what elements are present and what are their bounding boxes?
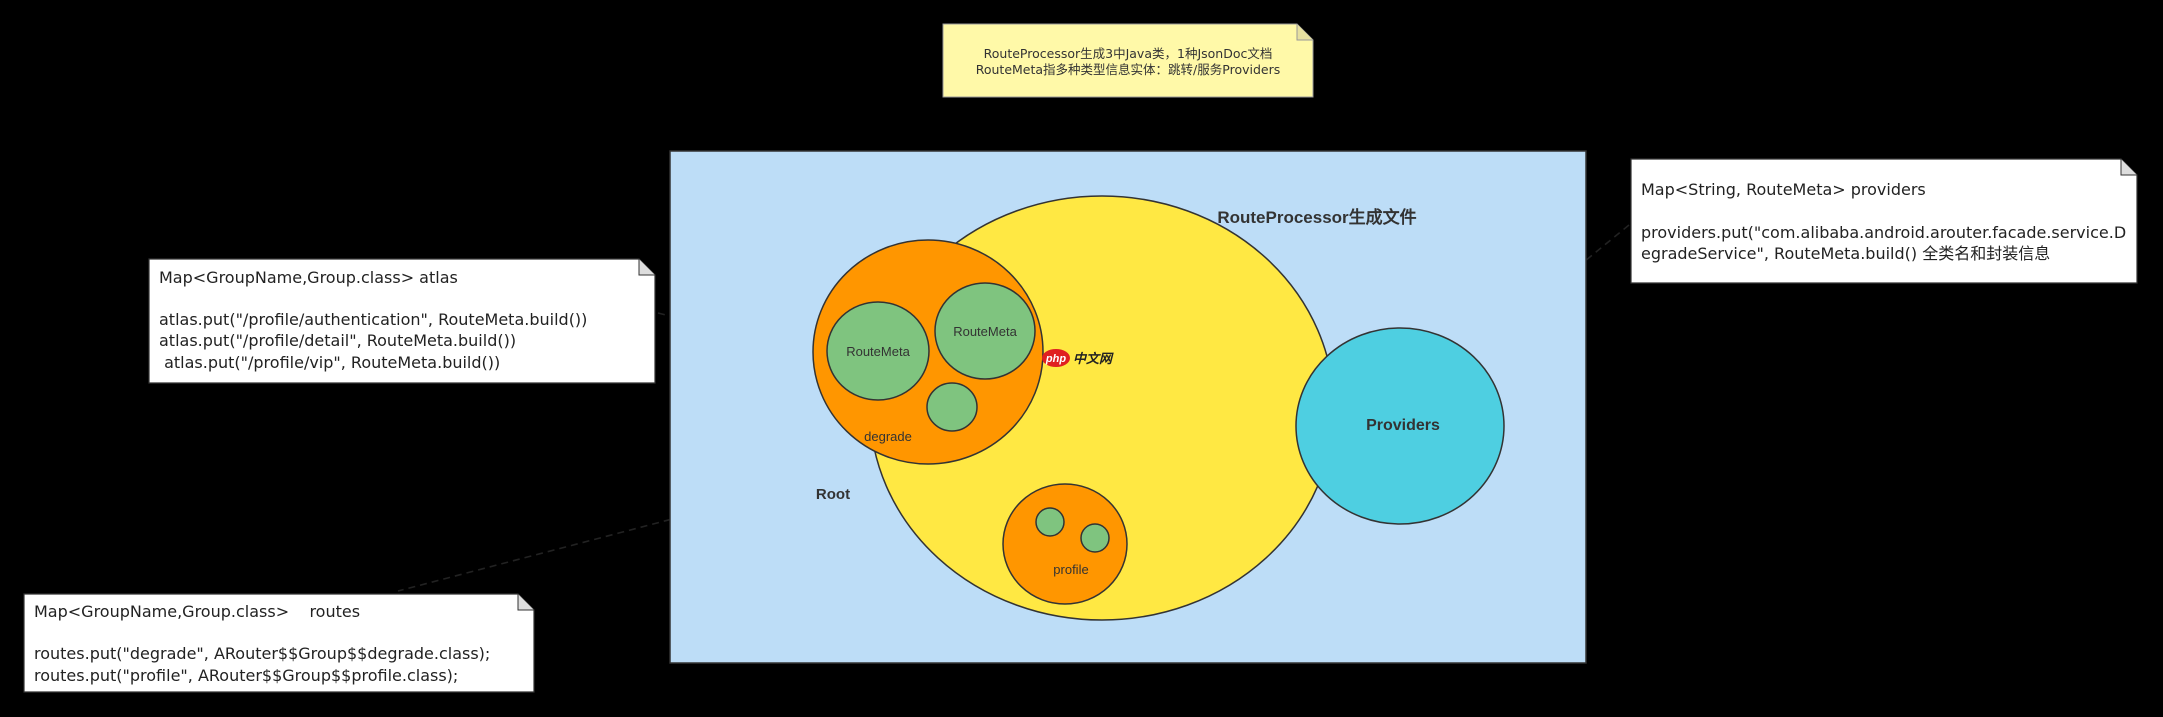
php-watermark-logo: php 中文网 [1042, 349, 1114, 367]
routes-note-line-1: Map<GroupName,Group.class> routes [34, 602, 360, 621]
profile-routemeta-circle-2 [1080, 523, 1110, 553]
atlas-note-box [148, 258, 656, 384]
routemeta-circle-1 [826, 301, 930, 401]
providers-label: Providers [1366, 417, 1440, 434]
providers-circle [1295, 327, 1505, 525]
routes-note: Map<GroupName,Group.class> routes routes… [23, 593, 535, 693]
routemeta-circle-2 [934, 282, 1036, 380]
atlas-note-line-1: Map<GroupName,Group.class> atlas [159, 268, 458, 287]
degrade-label: degrade [864, 429, 912, 444]
routes-note-box [23, 593, 535, 693]
watermark-badge-text: php [1045, 353, 1066, 365]
providers-note-fold [2120, 159, 2137, 176]
routemeta-label-2: RouteMeta [953, 324, 1017, 339]
atlas-note-line-3: atlas.put("/profile/authentication", Rou… [159, 310, 587, 329]
main-panel-title: RouteProcessor生成文件 [1217, 207, 1416, 227]
providers-note: Map<String, RouteMeta> providers provide… [1630, 158, 2138, 284]
routemeta-label-1: RouteMeta [846, 344, 910, 359]
header-note-line-2: RouteMeta指多种类型信息实体：跳转/服务Providers [976, 62, 1281, 77]
routemeta-circle-small [926, 382, 978, 432]
profile-circle [1002, 483, 1128, 605]
atlas-note-fold [638, 259, 655, 276]
atlas-note-line-4: atlas.put("/profile/detail", RouteMeta.b… [159, 331, 516, 350]
profile-routemeta-circle-1 [1035, 507, 1065, 537]
providers-note-box [1630, 158, 2138, 284]
routes-note-line-3: routes.put("degrade", ARouter$$Group$$de… [34, 644, 490, 663]
watermark-text: 中文网 [1073, 351, 1114, 366]
providers-note-line-1: Map<String, RouteMeta> providers [1641, 180, 1926, 199]
header-note: RouteProcessor生成3中Java类，1种JsonDoc文档 Rout… [942, 23, 1314, 98]
header-note-line-1: RouteProcessor生成3中Java类，1种JsonDoc文档 [984, 46, 1273, 61]
providers-note-line-3: providers.put("com.alibaba.android.arout… [1641, 223, 2126, 242]
routes-note-fold [517, 594, 534, 611]
atlas-note-line-5: atlas.put("/profile/vip", RouteMeta.buil… [159, 353, 500, 372]
atlas-note: Map<GroupName,Group.class> atlas atlas.p… [148, 258, 656, 384]
providers-note-line-4: egradeService", RouteMeta.build() 全类名和封装… [1641, 244, 2050, 263]
header-note-fold [1296, 24, 1313, 41]
routes-note-line-4: routes.put("profile", ARouter$$Group$$pr… [34, 666, 458, 685]
profile-label: profile [1053, 562, 1088, 577]
root-label: Root [816, 486, 850, 503]
header-note-box [942, 23, 1314, 98]
watermark-badge [1042, 349, 1070, 367]
